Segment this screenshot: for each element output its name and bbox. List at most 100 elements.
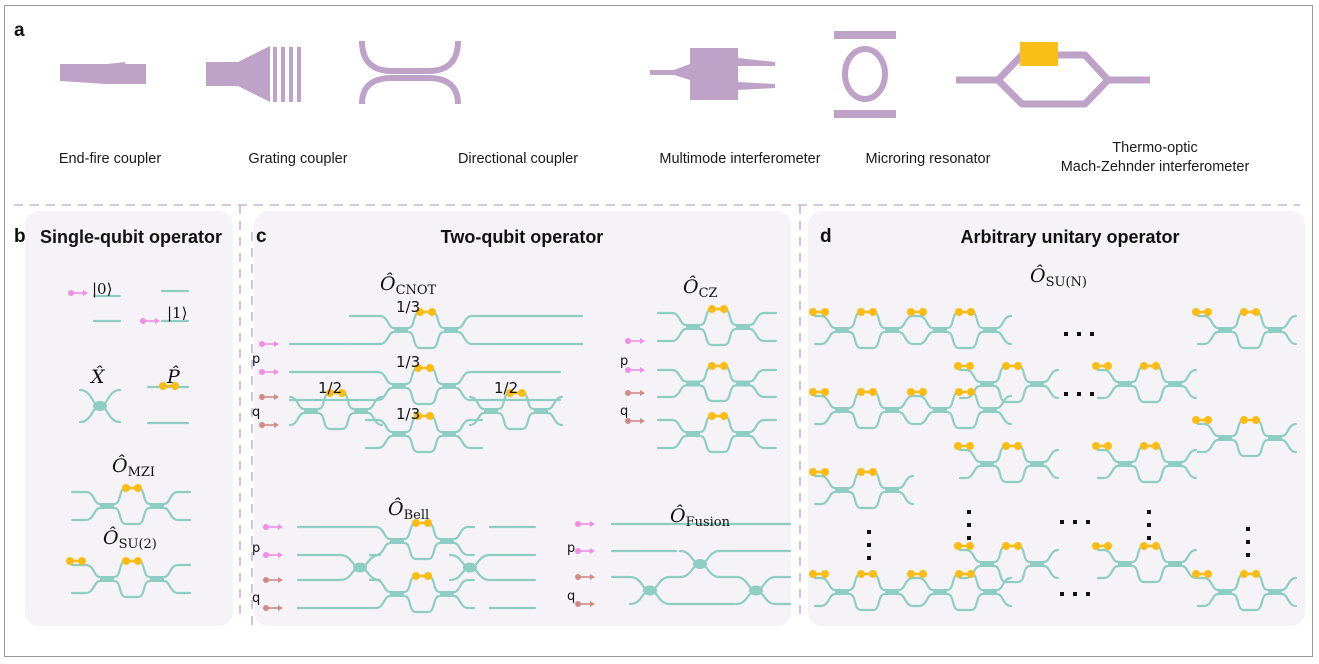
ring-bus-bottom bbox=[834, 110, 896, 118]
phase-shifter-dot bbox=[857, 570, 865, 578]
coupler-bar bbox=[390, 538, 404, 544]
photon-input-icon bbox=[263, 524, 283, 530]
photon-arrow-head bbox=[590, 521, 595, 527]
panel-c-label: c bbox=[256, 226, 267, 247]
photon-input-icon bbox=[625, 418, 645, 424]
mzi-lower-arm bbox=[1130, 384, 1170, 404]
mzi-input-upper bbox=[364, 418, 394, 434]
external-phase-shifter bbox=[907, 388, 927, 396]
coupler-bar bbox=[736, 431, 750, 437]
phase-shifter-dot bbox=[1140, 442, 1148, 450]
mzi-output-upper bbox=[995, 394, 1013, 410]
phase-shifter-dot bbox=[412, 519, 420, 527]
phase-shifter-dot bbox=[821, 388, 829, 396]
photon-arrow-head bbox=[274, 341, 279, 347]
phase-shifter-dot bbox=[1192, 416, 1200, 424]
mzi-input-lower bbox=[911, 330, 935, 346]
phase-shifter-dot bbox=[907, 570, 915, 578]
coupler-bar bbox=[354, 408, 368, 414]
operator-p: P̂ bbox=[167, 366, 180, 388]
panel-b-title: Single-qubit operator bbox=[40, 227, 222, 247]
phase-shifter-dot bbox=[159, 382, 167, 390]
mzi-lower-arm bbox=[1230, 330, 1270, 350]
mzi-output-upper bbox=[748, 368, 778, 383]
sun-mzi bbox=[813, 470, 915, 510]
coupler-bar bbox=[150, 503, 164, 509]
internal-phase-shifter bbox=[708, 305, 728, 313]
coupler-bar bbox=[484, 408, 498, 414]
label-thermo-optic-mzi: Thermo-optic Mach-Zehnder interferometer bbox=[1030, 139, 1280, 177]
phase-shifter-dot bbox=[809, 570, 817, 578]
mzi-output-lower bbox=[748, 384, 778, 399]
label-multimode-interferometer: Multimode interferometer bbox=[659, 151, 821, 167]
mzi-output-upper bbox=[452, 578, 476, 594]
ellipsis-dot bbox=[867, 543, 871, 547]
ring-bus-top bbox=[834, 31, 896, 39]
coupler-bar bbox=[1030, 561, 1044, 567]
mzi-input-lower bbox=[1196, 330, 1220, 346]
mzi-output-lower bbox=[897, 490, 915, 506]
panel-b-label: b bbox=[14, 226, 26, 247]
mzi-output-lower bbox=[1042, 464, 1060, 480]
mzi-lower-arm bbox=[406, 330, 446, 350]
mzi-input-upper bbox=[911, 576, 935, 592]
mzi-output-lower bbox=[897, 330, 915, 346]
mzi-output-upper bbox=[1042, 368, 1060, 384]
mzi-lower-arm bbox=[112, 579, 152, 599]
phase-shifter-dot bbox=[326, 389, 334, 397]
mzi-input-upper bbox=[70, 490, 102, 506]
mzi-input-upper bbox=[1196, 576, 1220, 592]
sun-mzi bbox=[911, 390, 1013, 430]
phase-shifter-dot bbox=[857, 388, 865, 396]
mzi-input-upper bbox=[368, 578, 392, 594]
mzi-lower-arm bbox=[1130, 564, 1170, 584]
mzi-upper-arm bbox=[1130, 364, 1170, 384]
coupler-bar bbox=[440, 538, 454, 544]
photon-input-icon bbox=[575, 601, 595, 607]
mzi-lower-arm bbox=[945, 330, 985, 350]
ket-zero: |0⟩ bbox=[92, 280, 113, 298]
phase-shifter-dot bbox=[1192, 308, 1200, 316]
mzi-input-upper bbox=[1096, 448, 1120, 464]
coupler-bar bbox=[686, 380, 700, 387]
ellipsis-dot bbox=[1090, 332, 1094, 336]
panel-d-background bbox=[808, 211, 1305, 626]
coupler-bar bbox=[1268, 435, 1282, 441]
grating-tooth bbox=[289, 47, 293, 102]
mzi-output-lower bbox=[454, 434, 484, 450]
external-phase-shifter bbox=[809, 468, 829, 476]
mzi-input-lower bbox=[348, 330, 396, 346]
heater-icon bbox=[1020, 42, 1058, 66]
mzi-lower-arm bbox=[404, 386, 444, 406]
coupler-bar bbox=[1218, 327, 1232, 333]
coupler-bar bbox=[933, 407, 947, 413]
mzi-output-upper bbox=[1280, 576, 1298, 592]
ellipsis-dot bbox=[1064, 392, 1068, 396]
qubit-p-label-cz: p bbox=[620, 354, 629, 369]
mzi-input-lower bbox=[656, 434, 688, 450]
mzi-output-lower bbox=[1042, 564, 1060, 580]
mzi-output-upper bbox=[1280, 422, 1298, 438]
phase-shifter-dot bbox=[708, 412, 716, 420]
operator-cnot: ÔCNOT bbox=[380, 273, 437, 298]
phase-shifter-dot bbox=[1092, 442, 1100, 450]
external-phase-shifter bbox=[1192, 308, 1212, 316]
coupler-bar bbox=[392, 383, 406, 389]
mzi-upper-arm bbox=[992, 364, 1032, 384]
cnot-mzi-bottom bbox=[364, 414, 484, 454]
mzi-output-upper bbox=[995, 314, 1013, 330]
bell-crossing-right bbox=[448, 553, 492, 582]
phase-shifter-dot bbox=[1240, 570, 1248, 578]
phase-shifter-dot bbox=[1152, 362, 1160, 370]
external-phase-shifter bbox=[809, 388, 829, 396]
component-icons bbox=[60, 31, 1150, 118]
coupler-bar bbox=[442, 383, 456, 389]
internal-phase-shifter bbox=[857, 388, 877, 396]
photon-arrow-head bbox=[640, 367, 645, 373]
coupler-bar bbox=[980, 461, 994, 467]
mzi-output-lower bbox=[546, 411, 564, 427]
mzi-input-upper bbox=[288, 370, 394, 386]
mzi-lower-arm bbox=[698, 327, 738, 347]
ellipsis-dot bbox=[1077, 332, 1081, 336]
